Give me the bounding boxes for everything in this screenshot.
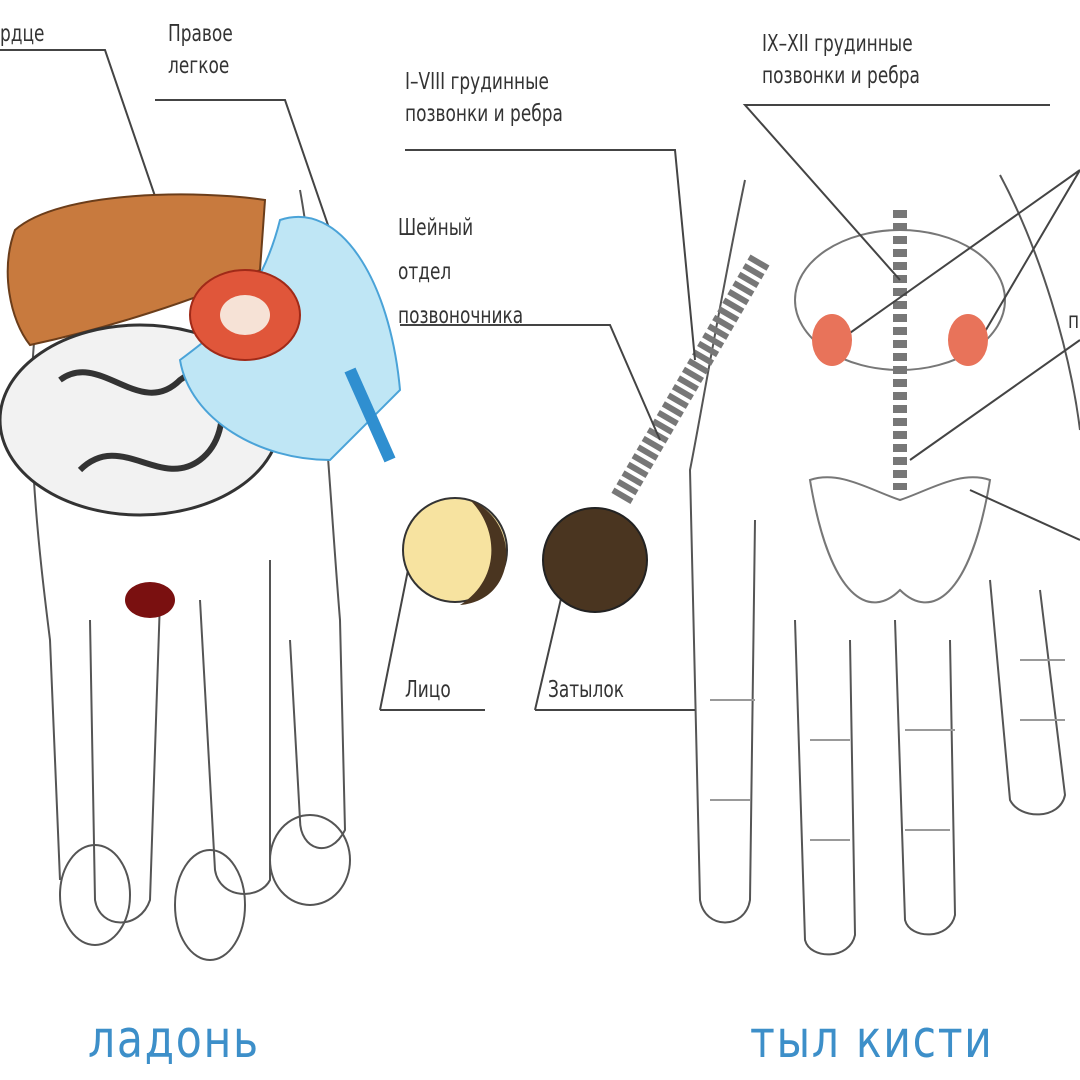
- label-thoracic-9-12: IX–XII грудинные позвонки и ребра: [762, 31, 920, 89]
- face-head: [402, 497, 508, 603]
- kidney-left: [812, 314, 852, 366]
- occiput-head: [542, 507, 648, 613]
- label-right-lung: Правое легкое: [168, 21, 233, 79]
- label-heart: рдце: [0, 21, 45, 47]
- bladder: [125, 582, 175, 618]
- label-cervical: Шейный отдел позвоночника: [398, 215, 524, 329]
- label-face: Лицо: [405, 677, 451, 703]
- kidney-right: [948, 314, 988, 366]
- title-back-of-hand: тыл кисти: [750, 1010, 994, 1070]
- label-occiput: Затылок: [548, 677, 625, 703]
- title-palm: ладонь: [88, 1010, 260, 1070]
- back-hand-outline: [688, 179, 756, 924]
- label-thoracic-1-8: I–VIII грудинные позвонки и ребра: [405, 69, 563, 127]
- label-right-partial: п: [1068, 308, 1080, 334]
